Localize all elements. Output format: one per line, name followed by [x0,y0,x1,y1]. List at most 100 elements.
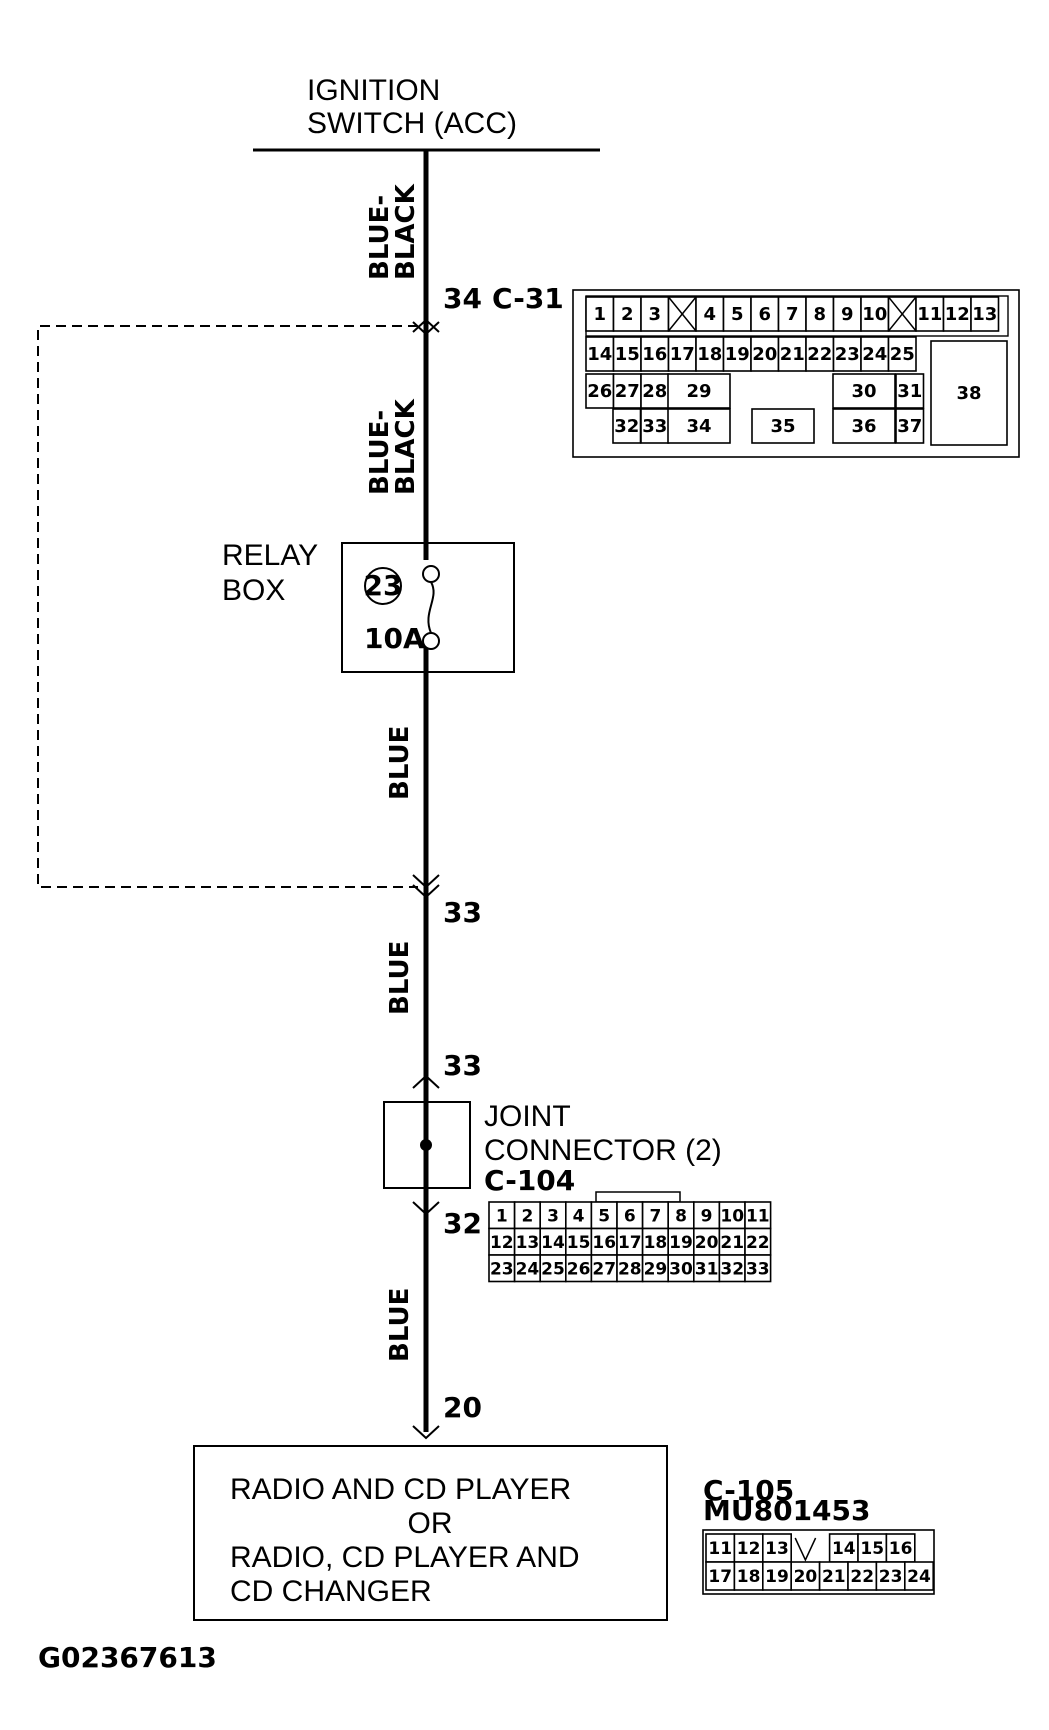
c31-pin-30-cell [832,373,896,409]
c104-pin-1-cell [488,1201,516,1230]
ignition-label-line2: SWITCH (ACC) [307,107,517,140]
c31-blank-pin [667,296,697,332]
c31-pin-34: 34 [686,416,711,437]
c31-pin-36: 36 [851,416,876,437]
c31-pin-33-cell [640,408,670,444]
c104-pin-33: 33 [746,1259,770,1279]
c104-pin-11: 11 [746,1206,770,1226]
c31-pin-23-cell [832,336,862,372]
c31-pin-37-cell [895,408,925,444]
c31-pin-11-cell [915,296,945,332]
wire-color-blue-3: BLUE [385,1288,415,1362]
wire-color-blue-black-2b: BLACK [391,398,421,495]
c31-pin-19-cell [722,336,752,372]
c104-pin-23: 23 [490,1259,514,1279]
c31-pin-21-cell [777,336,807,372]
c31-pin-15: 15 [615,344,640,365]
c31-pin-14: 14 [587,344,612,365]
figure-id: G02367613 [38,1641,217,1674]
connector-mark-joint-out [412,1201,440,1216]
c104-pin-12: 12 [490,1233,514,1253]
c104-pin-12-cell [488,1227,516,1256]
c31-pin-35-cell [751,408,815,444]
c31-pin-22-cell [805,336,835,372]
c104-pin-21: 21 [720,1233,744,1253]
connector-mark-radio [412,1425,440,1440]
c31-pin-37: 37 [897,416,922,437]
c31-pin-13-cell [970,296,1000,332]
c104-pin-10: 10 [720,1206,744,1226]
c104-pin-5: 5 [598,1206,610,1226]
c104-pin-29: 29 [644,1259,668,1279]
c31-pin-4-cell [695,296,725,332]
c104-pin-29-cell [641,1254,669,1283]
c105-pin-24-cell [903,1561,934,1591]
c31-pin-34: 34 [443,282,482,315]
c104-pin-15: 15 [567,1233,591,1253]
joint-pin-32: 32 [443,1207,482,1240]
c104-pin-13-cell [513,1227,541,1256]
wire-color-blue-black-2a: BLUE- [365,410,395,495]
relay-box-outline [341,542,515,673]
c31-pin-24: 24 [862,344,887,365]
c104-pin-4: 4 [573,1206,585,1226]
c105-pin-18-cell [733,1561,764,1591]
c31-pin-6: 6 [758,304,771,325]
fuse-rating: 10A [364,622,425,655]
c104-pin-33-cell [744,1254,772,1283]
joint-connector-label-line2: CONNECTOR (2) [484,1134,722,1167]
wire-color-blue-1: BLUE [385,726,415,800]
c105-pin-22-cell [847,1561,878,1591]
c105-connector-label: C-105 [703,1474,794,1507]
c105-pin-23-cell [875,1561,906,1591]
c105-pin-11: 11 [708,1539,732,1559]
c31-pin-1-cell [585,296,615,332]
c104-pin-28: 28 [618,1259,642,1279]
c105-pin-12: 12 [737,1539,761,1559]
c31-pin-11: 11 [917,304,942,325]
c31-connector-label: C-31 [492,282,564,315]
c104-pin-31-cell [692,1254,721,1283]
radio-label-line4: CD CHANGER [230,1575,432,1608]
c104-pin-25-cell [539,1254,567,1283]
c31-pin-10-cell [860,296,890,332]
c104-pin-3-cell [539,1201,567,1230]
c105-pin-24: 24 [907,1567,931,1587]
c105-pin-23: 23 [879,1567,903,1587]
c104-pin-31: 31 [695,1259,719,1279]
c104-connector-label: C-104 [484,1164,575,1197]
c31-pin-3: 3 [648,304,661,325]
c105-pin-21: 21 [822,1567,846,1587]
c105-pin-18: 18 [737,1567,761,1587]
c104-pin-14-cell [539,1227,567,1256]
radio-label-line1: RADIO AND CD PLAYER [230,1473,571,1506]
c31-pin-9: 9 [841,304,854,325]
joint-splice-dot [420,1139,432,1151]
relay-box-label-line2: BOX [222,574,285,607]
c31-pin-23: 23 [835,344,860,365]
c31-pin-12: 12 [945,304,970,325]
wire-color-blue-black-1a: BLUE- [365,195,395,280]
radio-pin-20: 20 [443,1391,482,1424]
c104-pin-22-cell [744,1227,772,1256]
c104-pin-23-cell [488,1254,516,1283]
c105-pin-20: 20 [794,1567,818,1587]
c105-pin-19: 19 [765,1567,789,1587]
c31-pin-19: 19 [725,344,750,365]
c31-pin-38-cell [930,340,1008,446]
c104-pin-18: 18 [644,1233,668,1253]
radio-unit-box [193,1445,668,1621]
c31-pin-30: 30 [851,381,876,402]
c31-pin-15-cell [612,336,642,372]
c31-pin-18: 18 [697,344,722,365]
c31-pin-10: 10 [862,304,887,325]
c104-pin-28-cell [616,1254,644,1283]
c104-pin-32: 32 [720,1259,744,1279]
c31-pin-14-cell [585,336,615,372]
c31-pin-24-cell [860,336,890,372]
radio-label-line2: OR [408,1507,453,1540]
c104-pin-2: 2 [521,1206,533,1226]
